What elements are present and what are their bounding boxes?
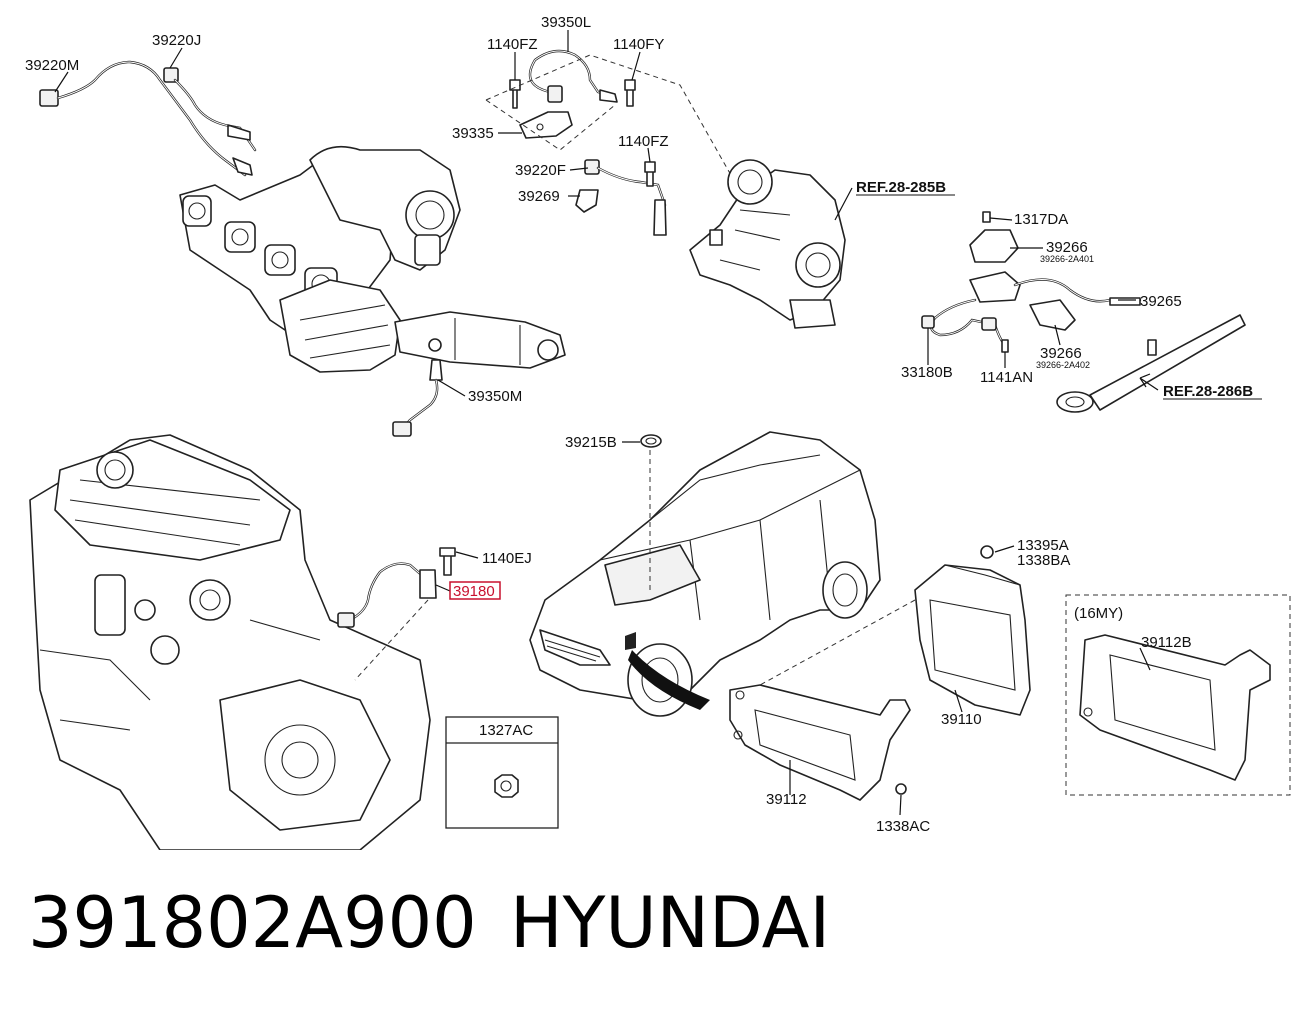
callout-1140FZ-top: 1140FZ: [487, 36, 538, 53]
nut-1327AC-box: [445, 716, 559, 829]
sensor-39180: [337, 547, 456, 681]
callout-39266-2A401: 39266-2A401: [1040, 254, 1094, 264]
bracket-39112: [729, 684, 911, 801]
sensor-39350M: [392, 378, 439, 437]
callout-16MY: (16MY): [1074, 605, 1123, 622]
sensor-39220M-harness: [39, 60, 253, 177]
callout-33180B: 33180B: [901, 364, 953, 381]
callout-1317DA: 1317DA: [1014, 211, 1068, 228]
brand-title: HYUNDAI: [510, 882, 831, 964]
callout-39220F: 39220F: [515, 162, 566, 179]
callout-39220M: 39220M: [25, 57, 79, 74]
sensor-39265-assembly: [921, 211, 1246, 413]
callout-39266-bottom: 39266: [1040, 345, 1082, 362]
callout-39350L: 39350L: [541, 14, 591, 31]
sensor-39350L-group: [485, 49, 746, 236]
callout-39266-top: 39266: [1046, 239, 1088, 256]
callout-1327AC: 1327AC: [479, 722, 533, 739]
callout-39180-highlight-box: [449, 581, 501, 600]
vehicle: [529, 431, 881, 717]
callout-39335: 39335: [452, 125, 494, 142]
callout-39112B: 39112B: [1141, 634, 1192, 651]
ecu-39110: [759, 545, 1031, 716]
callout-1338AC: 1338AC: [876, 818, 930, 835]
callout-39112: 39112: [766, 791, 807, 808]
part-number-title: 391802A900: [28, 882, 477, 964]
sensor-39220J-harness: [163, 67, 257, 152]
callout-1140FY: 1140FY: [613, 36, 664, 53]
parts-diagram: 39220M 39220J 39350L 1140FZ 1140FY 39335…: [25, 14, 1291, 850]
callout-1141AN: 1141AN: [980, 369, 1033, 386]
callout-1338BA: 1338BA: [1017, 552, 1070, 569]
leader-lines: [54, 30, 1159, 816]
callout-39215B: 39215B: [565, 434, 617, 451]
callout-13395A: 13395A: [1017, 537, 1069, 554]
callout-1140EJ: 1140EJ: [482, 550, 532, 567]
footer: [0, 850, 1316, 1017]
callout-39180[interactable]: 39180: [453, 583, 495, 600]
engine-block: [29, 434, 431, 850]
callout-labels: 39220M 39220J 39350L 1140FZ 1140FY 39335…: [25, 14, 1262, 835]
callout-39269: 39269: [518, 188, 560, 205]
exhaust-manifold-assembly: [179, 145, 566, 381]
callout-39266-2A402: 39266-2A402: [1036, 360, 1090, 370]
bracket-39112B-16MY: [1065, 594, 1291, 796]
callout-39110: 39110: [941, 711, 982, 728]
callout-39220J: 39220J: [152, 32, 201, 49]
callout-ref-28-285B: REF.28-285B: [856, 179, 946, 196]
callout-ref-28-286B: REF.28-286B: [1163, 383, 1253, 400]
turbocharger: [689, 159, 846, 329]
callout-1140FZ-mid: 1140FZ: [618, 133, 669, 150]
callout-39265: 39265: [1140, 293, 1182, 310]
callout-39350M: 39350M: [468, 388, 522, 405]
